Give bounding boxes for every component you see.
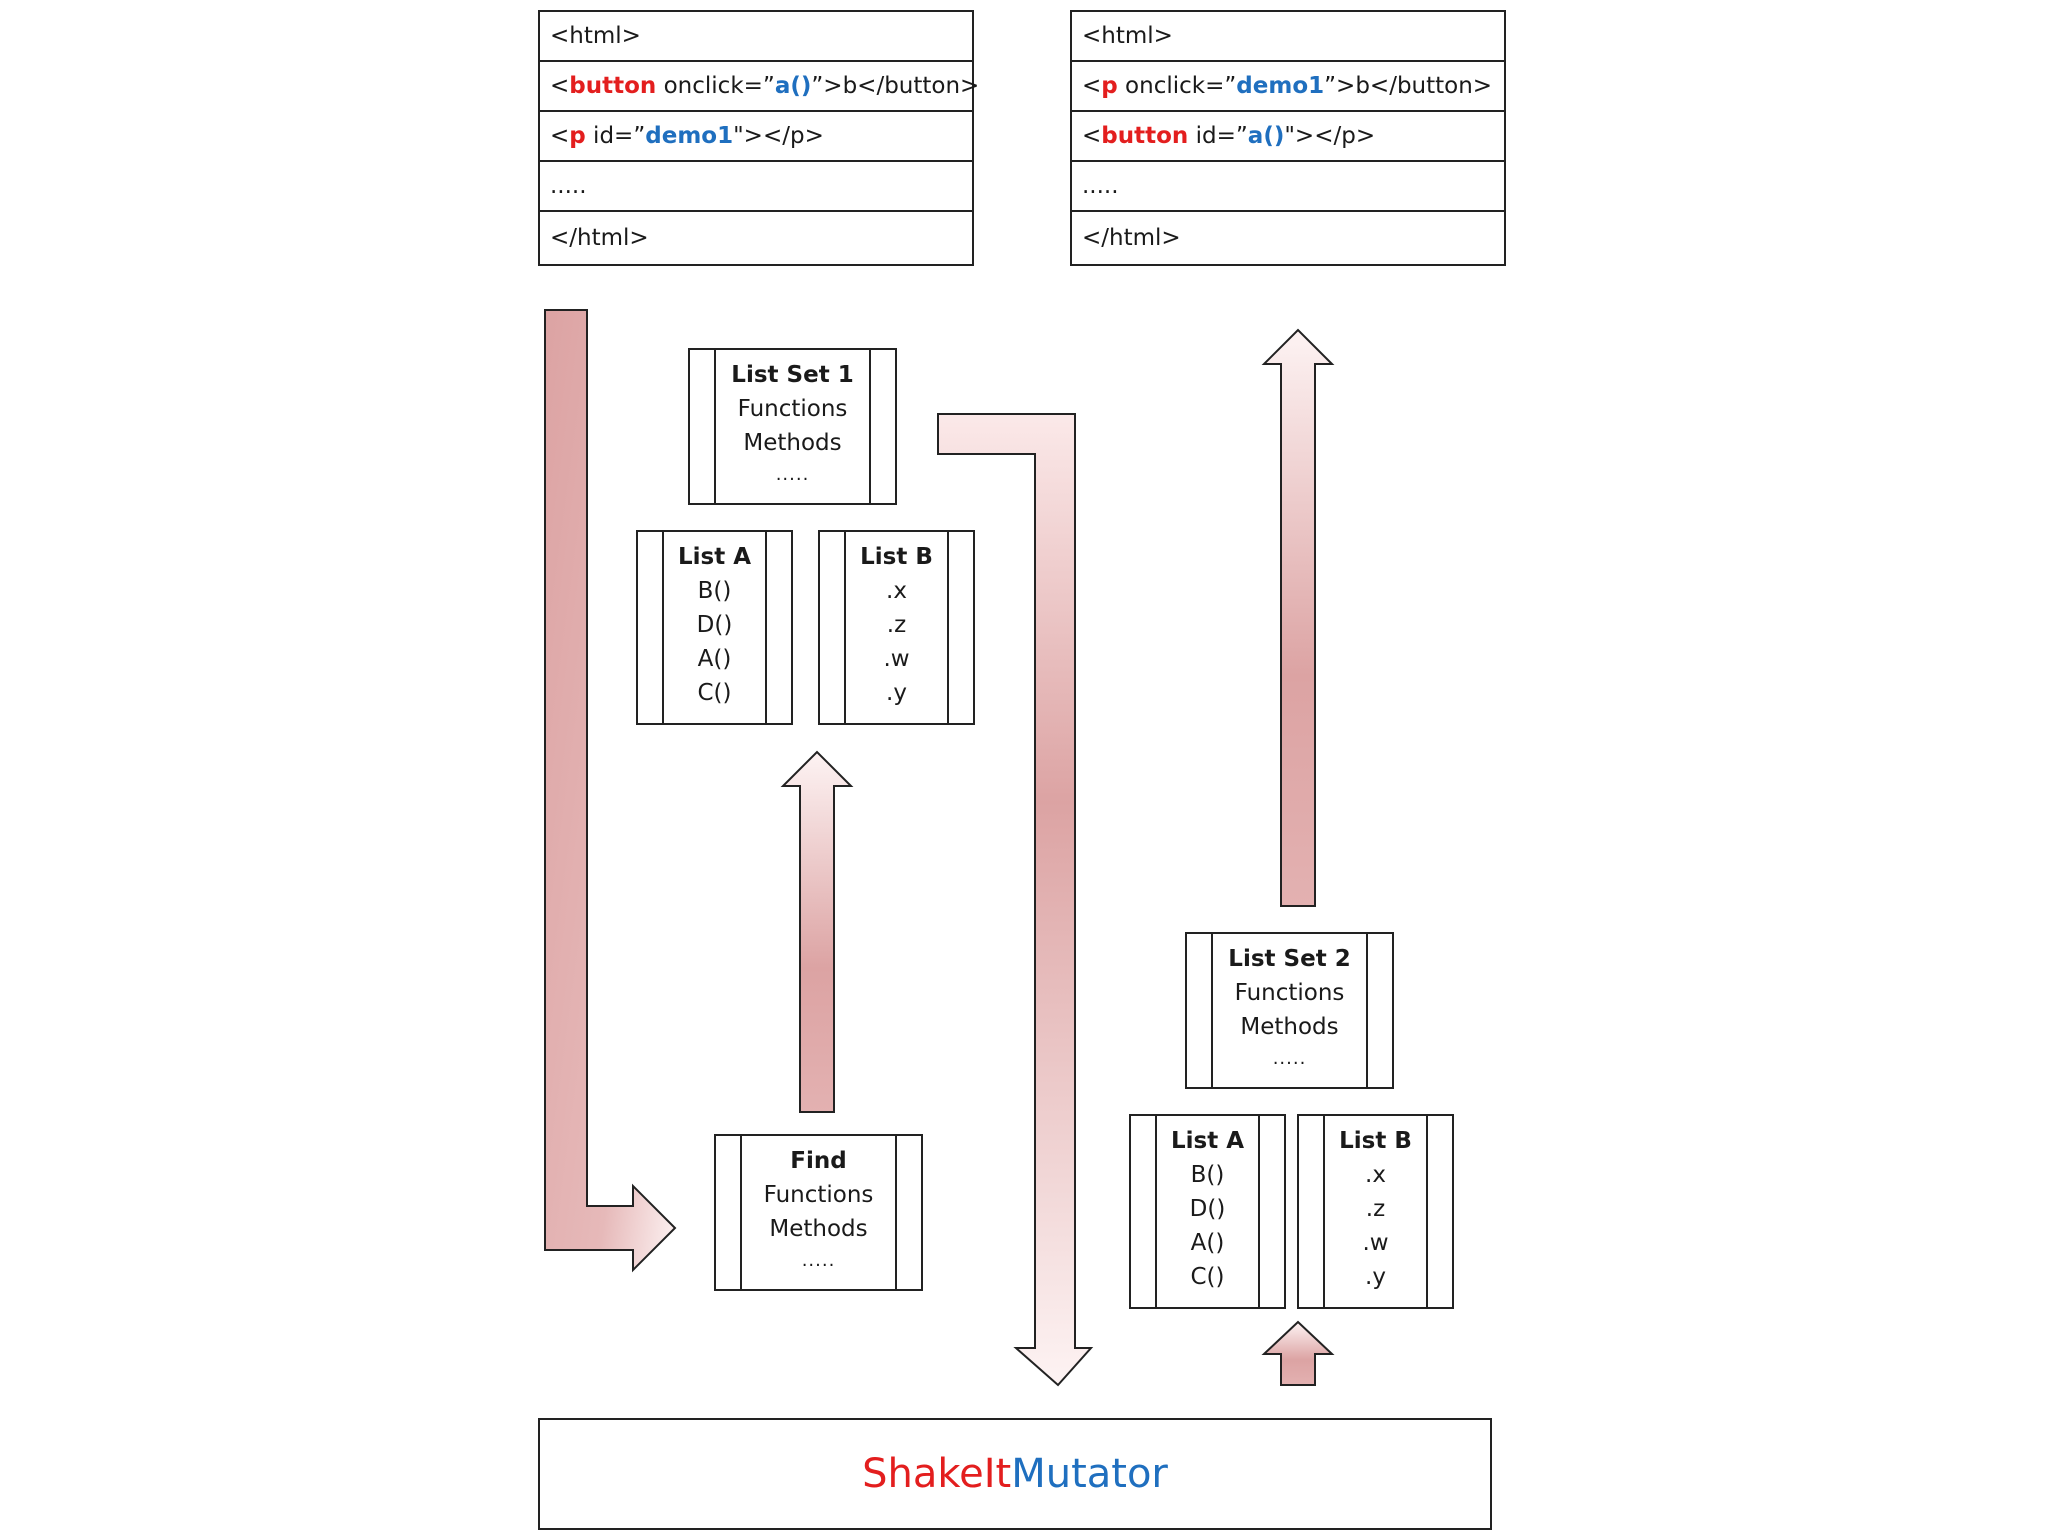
list-a-top-box: List A B() D() A() C() (636, 530, 793, 725)
code-keyword: button (1101, 123, 1189, 149)
list-b-bottom-item: .w (1362, 1230, 1389, 1256)
code-text: ”>b</button> (1324, 73, 1493, 99)
code-text: id=” (585, 123, 646, 149)
original-code-row: <html> (540, 12, 972, 62)
list-b-top-item: .y (886, 680, 907, 706)
original-code-row: ..... (540, 162, 972, 212)
code-value: demo1 (1236, 73, 1325, 99)
code-text: "></p> (733, 123, 824, 149)
up-arrow-find-to-lists (780, 750, 854, 1113)
mutated-code-table: <html><p onclick=”demo1”>b</button><butt… (1070, 10, 1506, 266)
list-set-1-dots: ..... (775, 464, 810, 485)
list-b-bottom-item: .x (1365, 1162, 1386, 1188)
list-set-1-line-1: Functions (737, 396, 848, 422)
list-a-bottom-item: B() (1190, 1162, 1225, 1188)
code-text: ”>b</button> (811, 73, 980, 99)
mutated-code-row: ..... (1072, 162, 1504, 212)
code-value: a() (774, 73, 812, 99)
code-text: onclick=” (1117, 73, 1237, 99)
code-text: id=” (1188, 123, 1248, 149)
original-code-table: <html><button onclick=”a()”>b</button><p… (538, 10, 979, 266)
list-set-2-box: List Set 2 Functions Methods ..... (1185, 932, 1394, 1089)
code-text: </html> (550, 225, 649, 251)
mutated-code-row: <html> (1072, 12, 1504, 62)
code-text: < (1082, 123, 1102, 149)
list-set-2-title: List Set 2 (1228, 946, 1351, 972)
list-set-1-line-2: Methods (743, 430, 842, 456)
code-keyword: p (569, 123, 586, 149)
list-set-2-line-2: Methods (1240, 1014, 1339, 1040)
list-set-1-title: List Set 1 (731, 362, 854, 388)
code-text: </html> (1082, 225, 1181, 251)
up-arrow-to-right-code (1261, 328, 1335, 907)
list-b-top-title: List B (860, 544, 933, 570)
code-text: onclick=” (656, 73, 775, 99)
list-a-bottom-box: List A B() D() A() C() (1129, 1114, 1286, 1309)
code-value: demo1 (645, 123, 734, 149)
code-text: <html> (550, 23, 641, 49)
code-text: < (1082, 73, 1102, 99)
code-keyword: button (569, 73, 657, 99)
small-up-arrow-mutator (1261, 1320, 1335, 1386)
find-title: Find (790, 1148, 847, 1174)
list-a-top-title: List A (677, 544, 752, 570)
list-a-top-item: B() (697, 578, 732, 604)
original-code-row: <button onclick=”a()”>b</button> (540, 62, 979, 112)
list-b-bottom-item: .y (1365, 1264, 1386, 1290)
list-b-top-box: List B .x .z .w .y (818, 530, 975, 725)
mutator-name-mutator: Mutator (1011, 1451, 1168, 1497)
list-b-top-item: .z (886, 612, 907, 638)
list-a-bottom-title: List A (1170, 1128, 1245, 1154)
original-code-row: </html> (540, 212, 972, 264)
mutator-name-shakeit: ShakeIt (862, 1451, 1012, 1497)
list-set-2-line-1: Functions (1234, 980, 1345, 1006)
list-b-top-item: .x (886, 578, 907, 604)
mutated-code-row: <button id=”a()"></p> (1072, 112, 1504, 162)
list-set-1-box: List Set 1 Functions Methods ..... (688, 348, 897, 505)
list-set-2-dots: ..... (1272, 1048, 1307, 1069)
list-b-bottom-box: List B .x .z .w .y (1297, 1114, 1454, 1309)
list-b-bottom-item: .z (1365, 1196, 1386, 1222)
original-code-row: <p id=”demo1"></p> (540, 112, 972, 162)
list-a-top-item: C() (697, 680, 732, 706)
list-a-bottom-item: D() (1189, 1196, 1226, 1222)
find-dots: ..... (801, 1250, 836, 1271)
find-line-1: Functions (763, 1182, 874, 1208)
code-text: "></p> (1284, 123, 1376, 149)
bent-arrow-down-right (544, 309, 677, 1273)
list-b-top-item: .w (883, 646, 910, 672)
shakeit-mutator-box: ShakeIt Mutator (538, 1418, 1492, 1530)
code-text: ..... (550, 173, 587, 199)
list-a-top-item: A() (697, 646, 732, 672)
code-text: <html> (1082, 23, 1173, 49)
list-b-bottom-title: List B (1339, 1128, 1412, 1154)
code-value: a() (1247, 123, 1285, 149)
list-a-top-item: D() (696, 612, 733, 638)
mutated-code-row: <p onclick=”demo1”>b</button> (1072, 62, 1504, 112)
code-text: ..... (1082, 173, 1119, 199)
code-text: < (550, 123, 570, 149)
find-box: Find Functions Methods ..... (714, 1134, 923, 1291)
bent-arrow-right-down (937, 413, 1094, 1387)
code-keyword: p (1101, 73, 1118, 99)
code-text: < (550, 73, 570, 99)
list-a-bottom-item: C() (1190, 1264, 1225, 1290)
list-a-bottom-item: A() (1190, 1230, 1225, 1256)
mutated-code-row: </html> (1072, 212, 1504, 264)
find-line-2: Methods (769, 1216, 868, 1242)
